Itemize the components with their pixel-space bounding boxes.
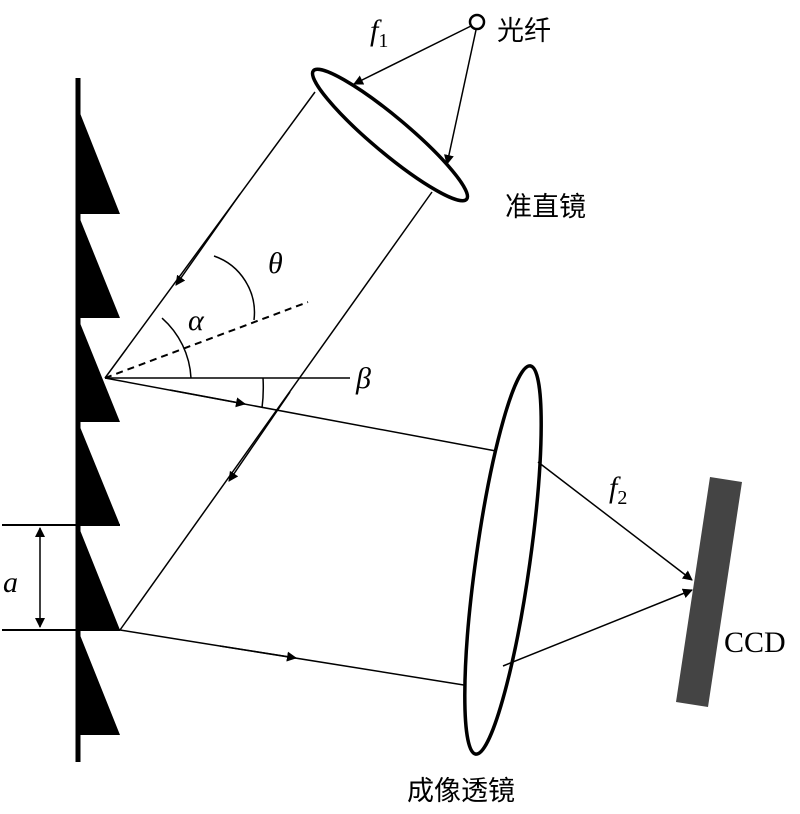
imaging-lens-label: 成像透镜 (407, 776, 515, 807)
grating-tooth (78, 630, 120, 735)
incident-ray-upper (104, 91, 316, 379)
grating-teeth (78, 108, 120, 735)
f1-arrow-left (353, 25, 472, 85)
period-label-a: a (3, 566, 18, 599)
grating-tooth (78, 318, 120, 422)
collimator-label: 准直镜 (505, 192, 586, 223)
diffracted-ray-upper (104, 377, 497, 452)
incident-ray-upper-arrow (175, 193, 241, 286)
imaging-lens (463, 364, 543, 756)
beta-label: β (355, 362, 371, 395)
focus-ray-upper (537, 461, 693, 581)
grating-tooth (78, 108, 120, 214)
fiber-label: 光纤 (497, 16, 551, 47)
theta-arc (213, 255, 256, 321)
grating-tooth (78, 214, 120, 318)
incident-ray-lower (119, 191, 433, 631)
f1-label: f1 (370, 14, 388, 52)
ccd-detector (676, 477, 742, 707)
grating-tooth (78, 525, 120, 630)
alpha-label: α (188, 304, 205, 337)
collimator-lens (310, 67, 470, 203)
beta-arc (261, 377, 265, 409)
diffracted-ray-upper-arrow (169, 389, 246, 408)
f2-label: f2 (609, 471, 627, 509)
grating-normal-dashed (104, 301, 309, 379)
ccd-label: CCD (724, 626, 786, 659)
grating-tooth (78, 422, 120, 525)
alpha-arc (161, 317, 192, 379)
diffracted-ray-lower-arrow (219, 645, 297, 662)
focus-ray-lower (502, 588, 693, 667)
incident-ray-lower-arrow (228, 391, 291, 482)
fiber-icon (468, 13, 486, 31)
f1-arrow-right (444, 29, 477, 165)
theta-label: θ (268, 247, 283, 280)
